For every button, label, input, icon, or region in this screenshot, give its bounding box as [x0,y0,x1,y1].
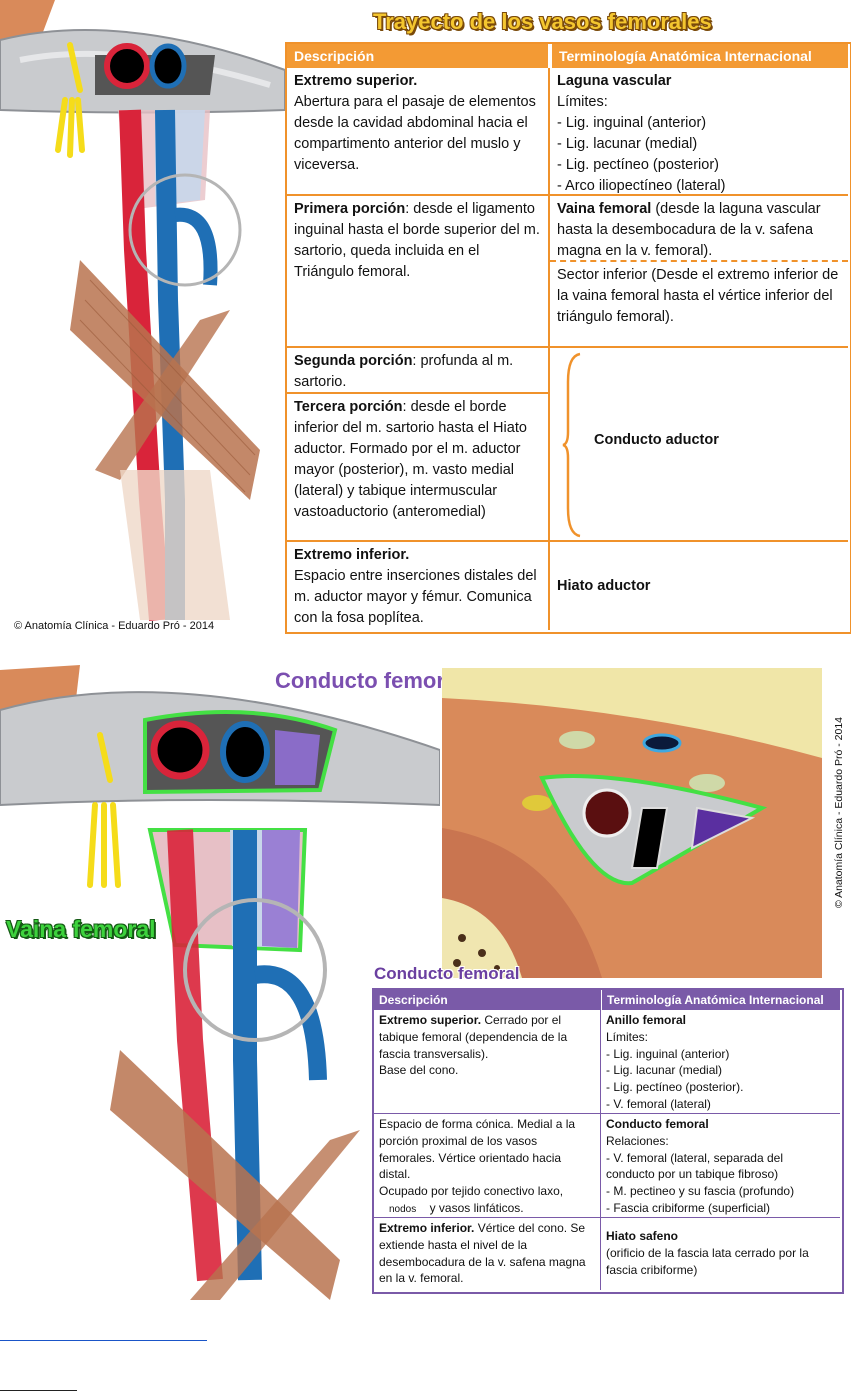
table2-r2-right: Conducto femoral Relaciones: - V. femora… [601,1114,840,1218]
table2-header-left: Descripción [374,990,601,1010]
conducto-femoral-table: Descripción Terminología Anatómica Inter… [372,988,844,1294]
table2-r3-left: Extremo inferior. Vértice del cono. Se e… [374,1218,601,1290]
limits-line: - Arco iliopectíneo (lateral) [557,178,726,194]
footnote-link-line [0,1340,207,1341]
table1-r2-right-sub: Sector inferior (Desde el extremo inferi… [550,262,848,348]
limits-line: - Lig. pectíneo (posterior) [557,157,719,173]
footnote-separator [0,1390,77,1391]
table1-r5-left-text: Espacio entre inserciones distales del m… [294,568,537,626]
limits-line: - V. femoral (lateral) [606,1096,711,1111]
title-conducto-femoral: Conducto femoral [275,668,464,693]
table2-r2-left-text3: y vasos linfáticos. [426,1200,524,1215]
table2-r2-left-text: Espacio de forma cónica. Medial a la por… [379,1117,576,1182]
relations-line: - V. femoral (lateral, separada del cond… [606,1150,783,1182]
table1-r5-right: Hiato aductor [557,578,651,594]
table2-r1-right-bold: Anillo femoral [606,1013,687,1027]
limits-line: - Lig. lacunar (medial) [557,136,698,152]
title-trayecto: Trayecto de los vasos femorales [373,9,712,34]
table2-r3-right-bold: Hiato safeno [606,1229,679,1243]
table2-r3-right: Hiato safeno (orificio de la fascia lata… [601,1218,840,1290]
table1-r2-left-bold: Primera porción [294,201,406,217]
illustration-cross-section [442,668,822,978]
table2-r1-left: Extremo superior. Cerrado por el tabique… [374,1010,601,1114]
table2-title: Conducto femoral [374,964,520,983]
table2-r3-left-bold: Extremo inferior. [379,1221,475,1235]
relations-line: - Fascia cribiforme (superficial) [606,1200,771,1215]
table1-r3-left-bold: Segunda porción [294,353,413,369]
table2-r2-left: Espacio de forma cónica. Medial a la por… [374,1114,601,1218]
table1-r1-left: Extremo superior. Abertura para el pasaj… [287,68,550,196]
table2-r2-left-text2: Ocupado por tejido conectivo laxo, [379,1184,564,1199]
table2-r2-right-bold: Conducto femoral [606,1117,709,1131]
table2-r1-right: Anillo femoral Límites: - Lig. inguinal … [601,1010,840,1114]
table1-r1-left-bold: Extremo superior. [294,73,418,89]
table1-r5-left-bold: Extremo inferior. [294,547,410,563]
illustration-femoral-sheath [0,640,440,1300]
table1-r34-right: Conducto aductor [550,348,848,542]
femoral-vessels-table: Descripción Terminología Anatómica Inter… [285,42,851,634]
table1-r4-left-bold: Tercera porción [294,399,403,415]
table1-r3-left: Segunda porción: profunda al m. sartorio… [287,348,550,394]
conducto-aductor-label: Conducto aductor [594,432,719,448]
relations-line: - M. pectineo y su fascia (profundo) [606,1184,795,1199]
table2-r3-left-text: Vértice del cono. Se extiende hasta el n… [379,1221,586,1286]
copyright-vertical-wrap: © Anatomía Clínica - Eduardo Pró - 2014 [833,680,847,910]
table1-r2-left-text: : desde el ligamento inguinal hasta el b… [294,201,540,280]
limits-line: Límites: [557,94,608,110]
table1-header-right: Terminología Anatómica Internacional [550,44,848,68]
table1-r2-right-bold: Vaina femoral [557,201,652,217]
table1-r1-right: Laguna vascular Límites: - Lig. inguinal… [550,68,848,196]
table1-r1-right-bold: Laguna vascular [557,73,672,89]
limits-line: - Lig. inguinal (anterior) [606,1046,730,1061]
curly-brace-icon [562,352,581,538]
table1-r3-left-text: : profunda al m. sartorio. [294,353,514,390]
table1-r2-left: Primera porción: desde el ligamento ingu… [287,196,550,348]
illustration-femoral-vessels-path [0,0,285,635]
table2-r1-left-text: Cerrado por el tabique femoral (dependen… [379,1013,568,1061]
copyright-top: © Anatomía Clínica - Eduardo Pró - 2014 [14,620,215,632]
table1-r2-right-text: (desde la laguna vascular hasta la desem… [557,201,821,259]
limits-line: - Lig. inguinal (anterior) [557,115,707,131]
table1-r5-left: Extremo inferior. Espacio entre insercio… [287,542,550,630]
table1-r1-left-text: Abertura para el pasaje de elementos des… [294,94,536,173]
table1-header-left: Descripción [287,44,548,68]
nodos-word: nodos [389,1203,417,1215]
table1-r2-right: Vaina femoral (desde la laguna vascular … [550,196,848,262]
table1-r4-left-text: : desde el borde inferior del m. sartori… [294,399,527,520]
table2-r3-right-text: (orificio de la fascia lata cerrado por … [606,1245,809,1277]
copyright-vertical: © Anatomía Clínica - Eduardo Pró - 2014 [833,716,845,908]
label-vaina-femoral: Vaina femoral [6,916,156,942]
table2-r1-left-bold: Extremo superior. [379,1013,482,1027]
limits-line: Límites: [606,1029,649,1044]
relations-line: Relaciones: [606,1133,669,1148]
table2-r1-left-text2: Base del cono. [379,1063,459,1078]
table1-r4-left: Tercera porción: desde el borde inferior… [287,394,550,542]
limits-line: - Lig. lacunar (medial) [606,1063,723,1078]
limits-line: - Lig. pectíneo (posterior). [606,1080,744,1095]
table2-header-right: Terminología Anatómica Internacional [601,990,840,1010]
